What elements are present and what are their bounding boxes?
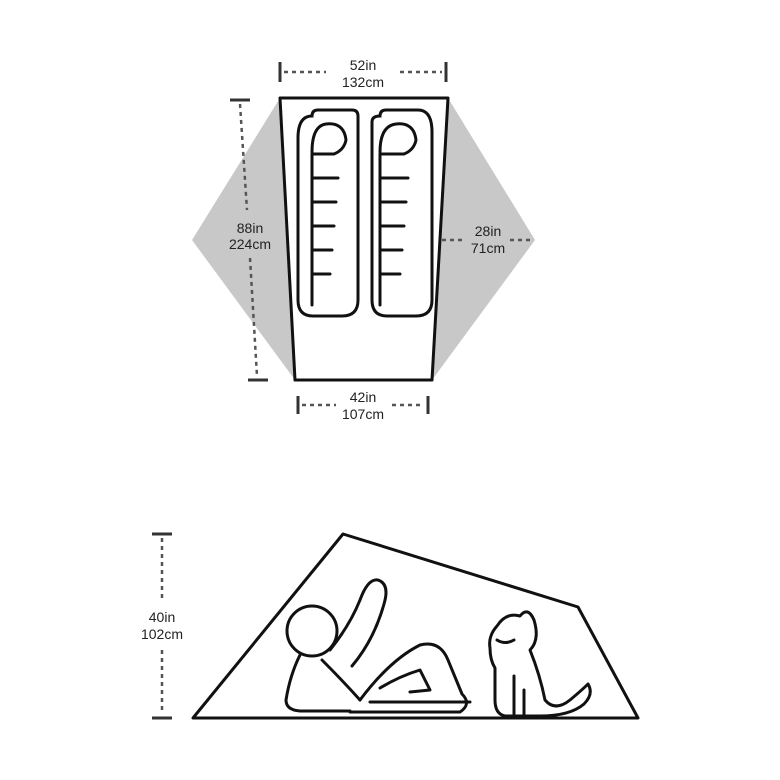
top-width-metric: 132cm [342, 74, 384, 90]
floor-plan: 52in 132cm 88in 224cm 28in 71cm 42in 107 [192, 57, 535, 422]
sleeping-bag-right [370, 108, 434, 318]
vestibule-depth-metric: 71cm [471, 240, 505, 256]
sleeping-bag-left [296, 108, 360, 318]
top-width-imperial: 52in [350, 57, 376, 73]
length-imperial: 88in [237, 220, 263, 236]
length-dimension: 88in 224cm [229, 98, 271, 382]
bottom-width-metric: 107cm [342, 406, 384, 422]
bottom-width-imperial: 42in [350, 389, 376, 405]
dog-figure [488, 610, 592, 718]
side-profile: 40in 102cm [141, 532, 640, 720]
length-metric: 224cm [229, 236, 271, 252]
peak-height-imperial: 40in [149, 609, 175, 625]
vestibule-depth-dimension: 28in 71cm [442, 223, 532, 256]
peak-height-metric: 102cm [141, 626, 183, 642]
tent-profile [191, 532, 640, 720]
bottom-width-dimension: 42in 107cm [296, 389, 430, 422]
peak-height-dimension: 40in 102cm [141, 532, 183, 720]
top-width-dimension: 52in 132cm [278, 57, 448, 90]
person-figure [284, 578, 472, 714]
vestibule-depth-imperial: 28in [475, 223, 501, 239]
